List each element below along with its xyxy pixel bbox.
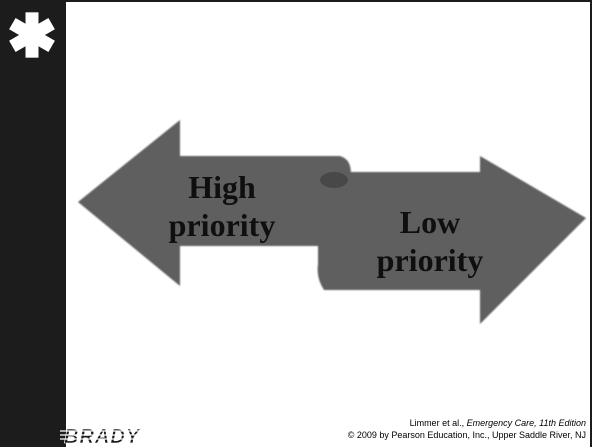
brady-logo-text: BRADY: [64, 426, 141, 446]
high-priority-label-line1: High: [188, 169, 256, 205]
low-priority-label-line2: priority: [377, 242, 484, 278]
high-priority-arrow: [78, 120, 351, 286]
low-priority-label-line1: Low: [400, 204, 460, 240]
citation-authors: Limmer et al.,: [409, 418, 465, 428]
slide-frame-right: [590, 0, 592, 447]
slide-frame-top: [0, 0, 592, 2]
arrow-fold-shadow: [320, 172, 348, 188]
citation-line1: Limmer et al., Emergency Care, 11th Edit…: [348, 417, 586, 429]
star-of-life-icon: [9, 12, 55, 58]
citation-copyright: © 2009 by Pearson Education, Inc., Upper…: [347, 430, 586, 440]
sidebar: [0, 0, 66, 447]
brady-logo: BRADY: [60, 426, 200, 446]
low-priority-arrow: [317, 156, 586, 324]
priority-arrows-diagram: High priority Low priority: [78, 120, 586, 324]
high-priority-label-line2: priority: [169, 207, 276, 243]
citation-book-title: Emergency Care, 11th Edition: [466, 418, 586, 428]
citation-footer: Limmer et al., Emergency Care, 11th Edit…: [348, 417, 586, 441]
